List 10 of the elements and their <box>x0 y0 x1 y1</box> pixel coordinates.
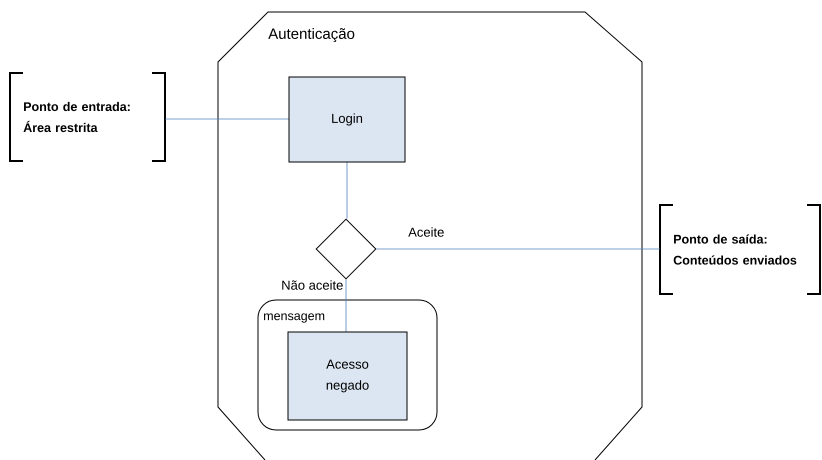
connector-line <box>346 162 348 219</box>
bracket-annotation: Ponto de entrada: Área restrita <box>9 72 166 162</box>
bracket-annotation: Ponto de saída: Conteúdos enviados <box>659 204 821 295</box>
process-box: Acesso negado <box>288 332 408 420</box>
process-box: Login <box>288 76 406 162</box>
edge-label: Aceite <box>407 226 446 238</box>
decision-diamond <box>316 218 376 280</box>
connector-line <box>376 248 660 250</box>
edge-label: Não aceite <box>280 279 344 291</box>
connector-line <box>164 118 289 120</box>
